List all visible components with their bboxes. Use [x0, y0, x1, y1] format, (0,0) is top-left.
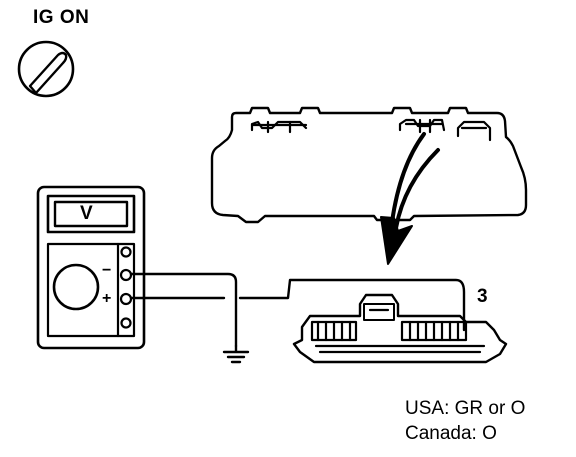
ground-symbol-icon — [222, 344, 250, 364]
connector-pin-label: 3 — [477, 286, 488, 307]
wiring — [129, 272, 466, 348]
wire-color-note-canada: Canada: O — [405, 423, 497, 444]
wire-color-note-usa: USA: GR or O — [405, 398, 526, 419]
ecm-connector — [292, 293, 508, 364]
voltmeter — [36, 185, 146, 350]
voltmeter-display-symbol: V — [80, 203, 93, 224]
negative-terminal-label: − — [102, 262, 112, 279]
ignition-key-icon — [17, 40, 75, 98]
ignition-status-label: IG ON — [33, 7, 90, 28]
ecm-housing — [210, 106, 528, 224]
positive-terminal-label: + — [102, 290, 112, 307]
arrow-icon — [380, 132, 440, 265]
